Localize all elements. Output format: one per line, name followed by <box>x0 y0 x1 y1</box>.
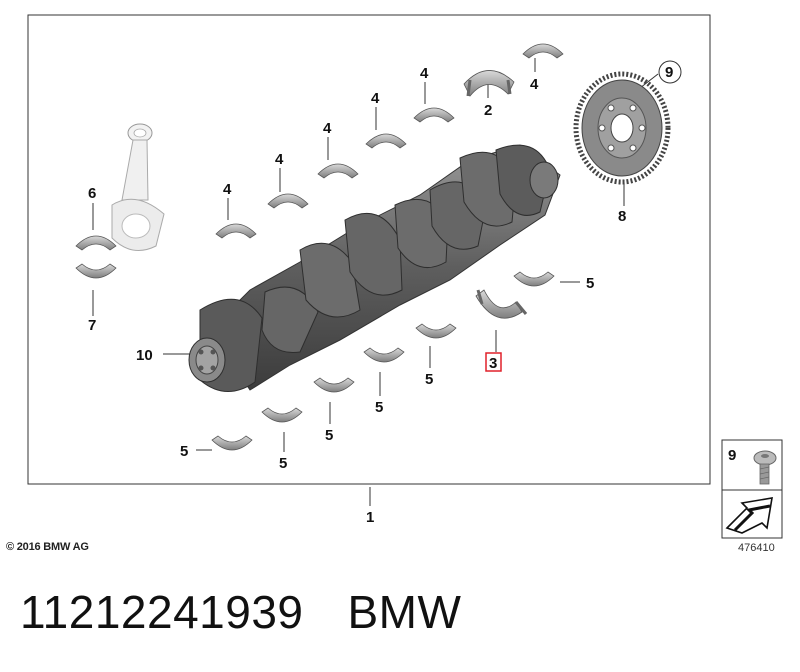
callout-4d: 4 <box>323 120 332 137</box>
callout-1: 1 <box>366 509 374 526</box>
callout-5e: 5 <box>279 455 287 472</box>
arrow-icon <box>725 497 773 534</box>
thrust-bearing-lower <box>475 289 528 319</box>
diagram-id: 476410 <box>738 542 775 554</box>
callout-4a: 4 <box>530 76 539 93</box>
part-number: 11212241939 <box>20 586 304 638</box>
screw-icon <box>753 450 777 485</box>
callout-7: 7 <box>88 317 96 334</box>
legend-box: 9 <box>721 439 783 539</box>
callout-6: 6 <box>88 185 96 202</box>
callout-3: 3 <box>489 355 497 372</box>
callout-5f: 5 <box>180 443 188 460</box>
crankshaft <box>188 144 561 392</box>
copyright-notice: © 2016 BMW AG <box>6 541 89 553</box>
callout-5b: 5 <box>425 371 433 388</box>
connecting-rod <box>111 123 165 251</box>
conrod-bearing-shells <box>75 235 117 279</box>
callout-10: 10 <box>136 347 153 364</box>
callout-4c: 4 <box>371 90 380 107</box>
callout-8: 8 <box>618 208 626 225</box>
callout-4b: 4 <box>420 65 429 82</box>
leader-lines <box>92 58 659 506</box>
callout-5a: 5 <box>586 275 594 292</box>
callout-4e: 4 <box>275 151 284 168</box>
trigger-wheel <box>573 71 671 185</box>
part-number-line: 11212241939 BMW <box>20 585 461 639</box>
callout-9: 9 <box>665 64 673 81</box>
diagram-frame <box>27 14 711 485</box>
highlight-box <box>485 352 502 372</box>
callout-2: 2 <box>484 102 492 119</box>
legend-screw-number: 9 <box>728 447 736 464</box>
callout-5c: 5 <box>375 399 383 416</box>
callout-4f: 4 <box>223 181 232 198</box>
brand-name: BMW <box>347 586 462 638</box>
thrust-bearing <box>463 70 515 97</box>
callout-5d: 5 <box>325 427 333 444</box>
callout-9-circle <box>658 60 682 84</box>
